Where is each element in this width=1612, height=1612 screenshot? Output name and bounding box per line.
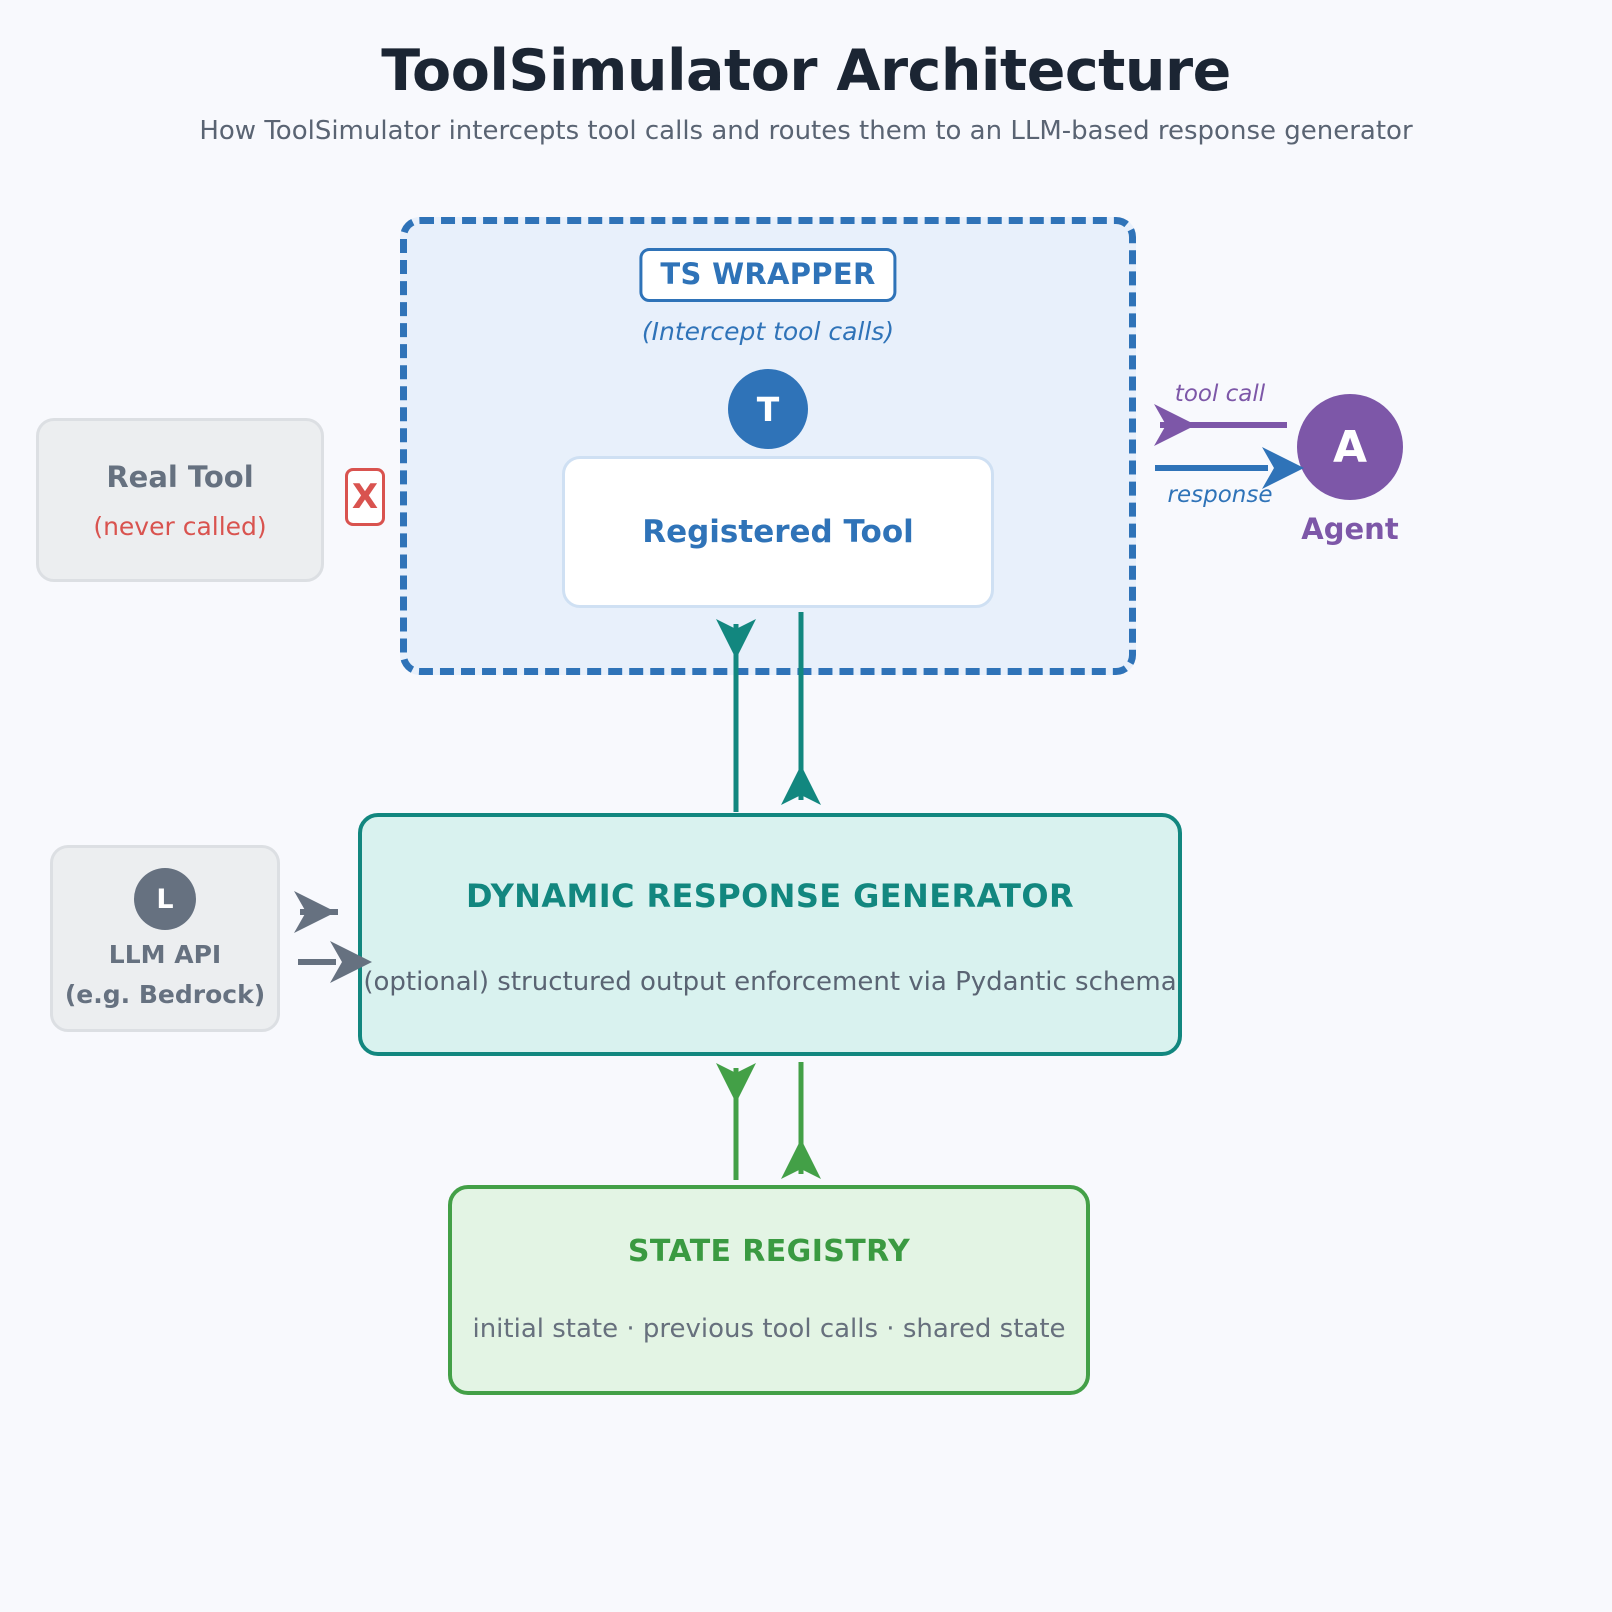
- real-tool-note: (never called): [93, 511, 267, 541]
- agent-avatar-icon: A: [1297, 394, 1403, 500]
- drg-note: (optional) structured output enforcement…: [363, 967, 1177, 997]
- state-registry-title: STATE REGISTRY: [627, 1234, 911, 1269]
- state-registry-note: initial state · previous tool calls · sh…: [472, 1314, 1066, 1344]
- blocked-x-icon: X: [345, 468, 385, 526]
- llm-api-line2: (e.g. Bedrock): [64, 979, 266, 1009]
- real-tool-node[interactable]: Real Tool (never called): [36, 418, 324, 582]
- tool-avatar-icon: T: [728, 369, 808, 449]
- page-subtitle: How ToolSimulator intercepts tool calls …: [199, 116, 1413, 146]
- ts-wrapper-container: TS WRAPPER (Intercept tool calls) T Regi…: [400, 217, 1136, 675]
- response-edge-label: response: [1167, 482, 1273, 508]
- llm-api-node[interactable]: L LLM API (e.g. Bedrock): [50, 845, 280, 1032]
- page-title: ToolSimulator Architecture: [381, 38, 1231, 104]
- ts-wrapper-badge: TS WRAPPER: [639, 248, 897, 302]
- dynamic-response-generator-node[interactable]: DYNAMIC RESPONSE GENERATOR (optional) st…: [358, 813, 1182, 1056]
- real-tool-title: Real Tool: [106, 459, 254, 494]
- tool-call-edge-label: tool call: [1174, 381, 1266, 407]
- agent-label: Agent: [1301, 512, 1399, 546]
- llm-api-line1: LLM API: [108, 940, 222, 969]
- registered-tool-node[interactable]: Registered Tool: [562, 456, 994, 608]
- ts-wrapper-note: (Intercept tool calls): [641, 317, 895, 346]
- state-registry-node[interactable]: STATE REGISTRY initial state · previous …: [448, 1185, 1090, 1395]
- llm-avatar-icon: L: [134, 868, 196, 930]
- drg-title: DYNAMIC RESPONSE GENERATOR: [465, 877, 1075, 915]
